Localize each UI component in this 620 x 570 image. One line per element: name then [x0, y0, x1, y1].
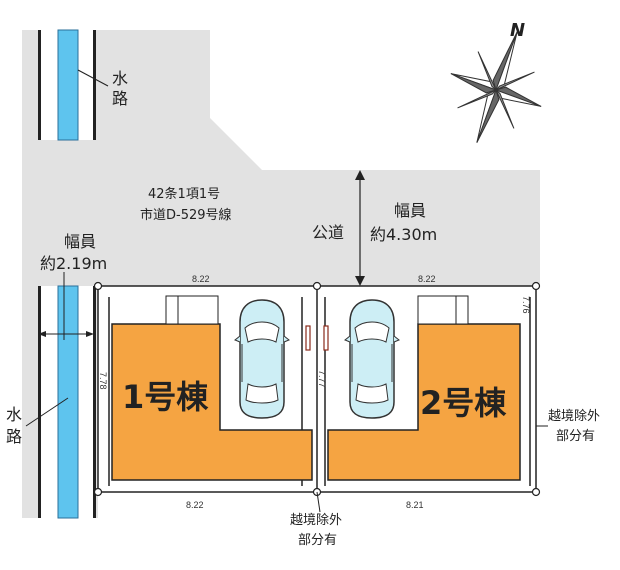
road-width-value: 約4.30m [370, 225, 437, 244]
road-width-label: 幅員 [394, 201, 426, 220]
waterway-width-label: 幅員 [64, 232, 96, 251]
lot-2-right-dim: 7.76 [521, 296, 531, 314]
entrance-steps-1 [165, 295, 219, 325]
waterway-width-value: 約2.19m [40, 254, 107, 273]
waterway-upper-water [57, 29, 79, 141]
building-1-footprint [111, 323, 313, 481]
lot-2-bottom-dim: 8.21 [406, 500, 424, 510]
compass-rose-icon [450, 31, 542, 143]
building-2-label: 2号棟 [420, 384, 507, 422]
road-designation-line2: 市道D-529号線 [140, 207, 232, 223]
lot-1-top-dim: 8.22 [192, 274, 210, 284]
post-left [305, 325, 311, 351]
encroachment-right-line2: 部分有 [556, 429, 595, 444]
road-designation-line1: 42条1項1号 [148, 186, 220, 202]
car-2-icon [344, 299, 400, 419]
waterway-left-water [57, 285, 79, 519]
encroachment-right-line1: 越境除外 [548, 409, 600, 424]
building-2-footprint [327, 323, 521, 481]
lot-1-right-dim: 7.77 [317, 370, 327, 388]
waterway-lower-label-1: 水 [6, 405, 22, 424]
encroachment-bottom-line1: 越境除外 [290, 513, 342, 528]
lot-boundary-markers [93, 281, 541, 497]
compass-north-label: N [510, 20, 525, 41]
building-1-label: 1号棟 [122, 378, 209, 416]
car-1-icon [234, 299, 290, 419]
lot-1-bottom-dim: 8.22 [186, 500, 204, 510]
encroachment-bottom-line2: 部分有 [298, 533, 337, 548]
post-right [323, 325, 329, 351]
waterway-upper-label-2: 路 [112, 89, 128, 108]
road-type-label: 公道 [312, 223, 344, 242]
lot-2-top-dim: 8.22 [418, 274, 436, 284]
waterway-lower-label-2: 路 [6, 427, 22, 446]
lot-1-left-dim: 7.78 [98, 372, 108, 390]
public-road [22, 30, 540, 286]
entrance-steps-2 [417, 295, 469, 325]
waterway-upper-label-1: 水 [112, 69, 128, 88]
